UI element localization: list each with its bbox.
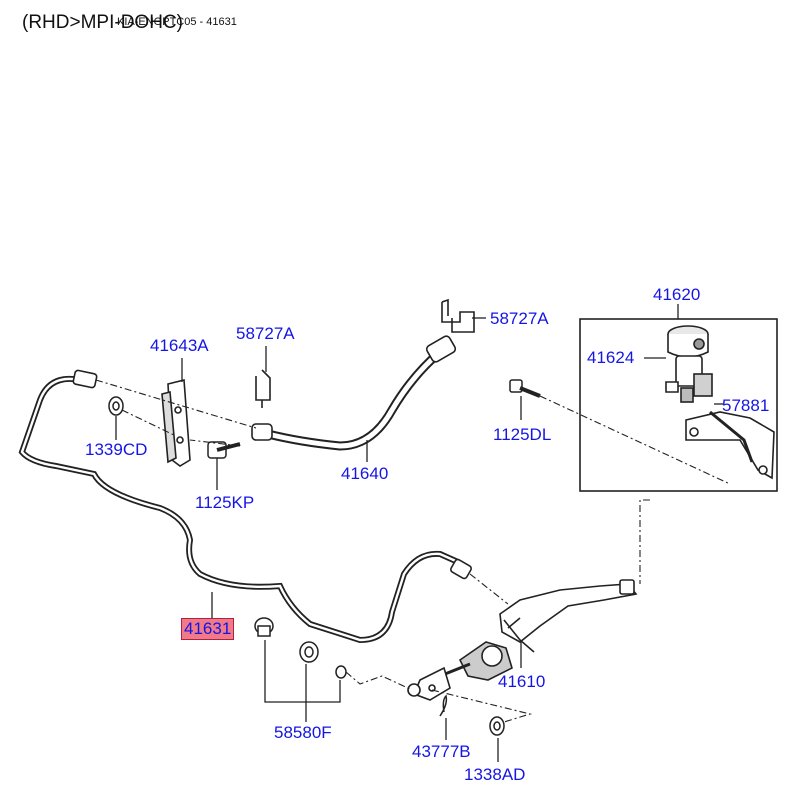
hose-clip-top xyxy=(441,298,475,333)
callout-1339cd[interactable]: 1339CD xyxy=(85,440,148,459)
callout-1125dl[interactable]: 1125DL xyxy=(493,425,552,444)
callout-57881[interactable]: 57881 xyxy=(722,396,770,415)
leader-lines xyxy=(115,317,724,762)
clevis-pin xyxy=(439,694,448,717)
callout-41631[interactable]: 41631 xyxy=(181,618,235,640)
clutch-fluid-reservoir xyxy=(665,325,713,403)
callout-41610[interactable]: 41610 xyxy=(498,672,546,691)
alignment-lines xyxy=(95,379,731,723)
callout-43777b[interactable]: 43777B xyxy=(412,742,471,761)
callout-41620[interactable]: 41620 xyxy=(653,285,701,304)
bushing-58580f xyxy=(254,617,347,679)
callout-58727a-mid[interactable]: 58727A xyxy=(236,324,295,343)
reservoir-bracket xyxy=(685,410,775,480)
diagram-variant-title: (RHD>MPI-DOHC) xyxy=(22,12,183,33)
washer xyxy=(108,396,124,416)
callout-58580f[interactable]: 58580F xyxy=(274,723,332,742)
clutch-master-cylinder xyxy=(407,579,638,701)
callout-41643a[interactable]: 41643A xyxy=(150,336,209,355)
hose-bracket xyxy=(161,378,191,467)
nut-1338ad xyxy=(489,716,505,736)
hose-clip-mid xyxy=(255,369,271,408)
catalog-reference: KIA-ENGPTC05 - 41631 xyxy=(117,16,237,28)
callout-1338ad[interactable]: 1338AD xyxy=(464,765,526,784)
bolt-1125dl xyxy=(509,379,541,398)
callout-1125kp[interactable]: 1125KP xyxy=(195,493,255,512)
callout-41624[interactable]: 41624 xyxy=(587,348,635,367)
clutch-hose xyxy=(251,335,457,451)
callout-41640[interactable]: 41640 xyxy=(341,464,389,483)
callout-58727a-top[interactable]: 58727A xyxy=(490,309,549,328)
clutch-pipe xyxy=(18,369,472,644)
